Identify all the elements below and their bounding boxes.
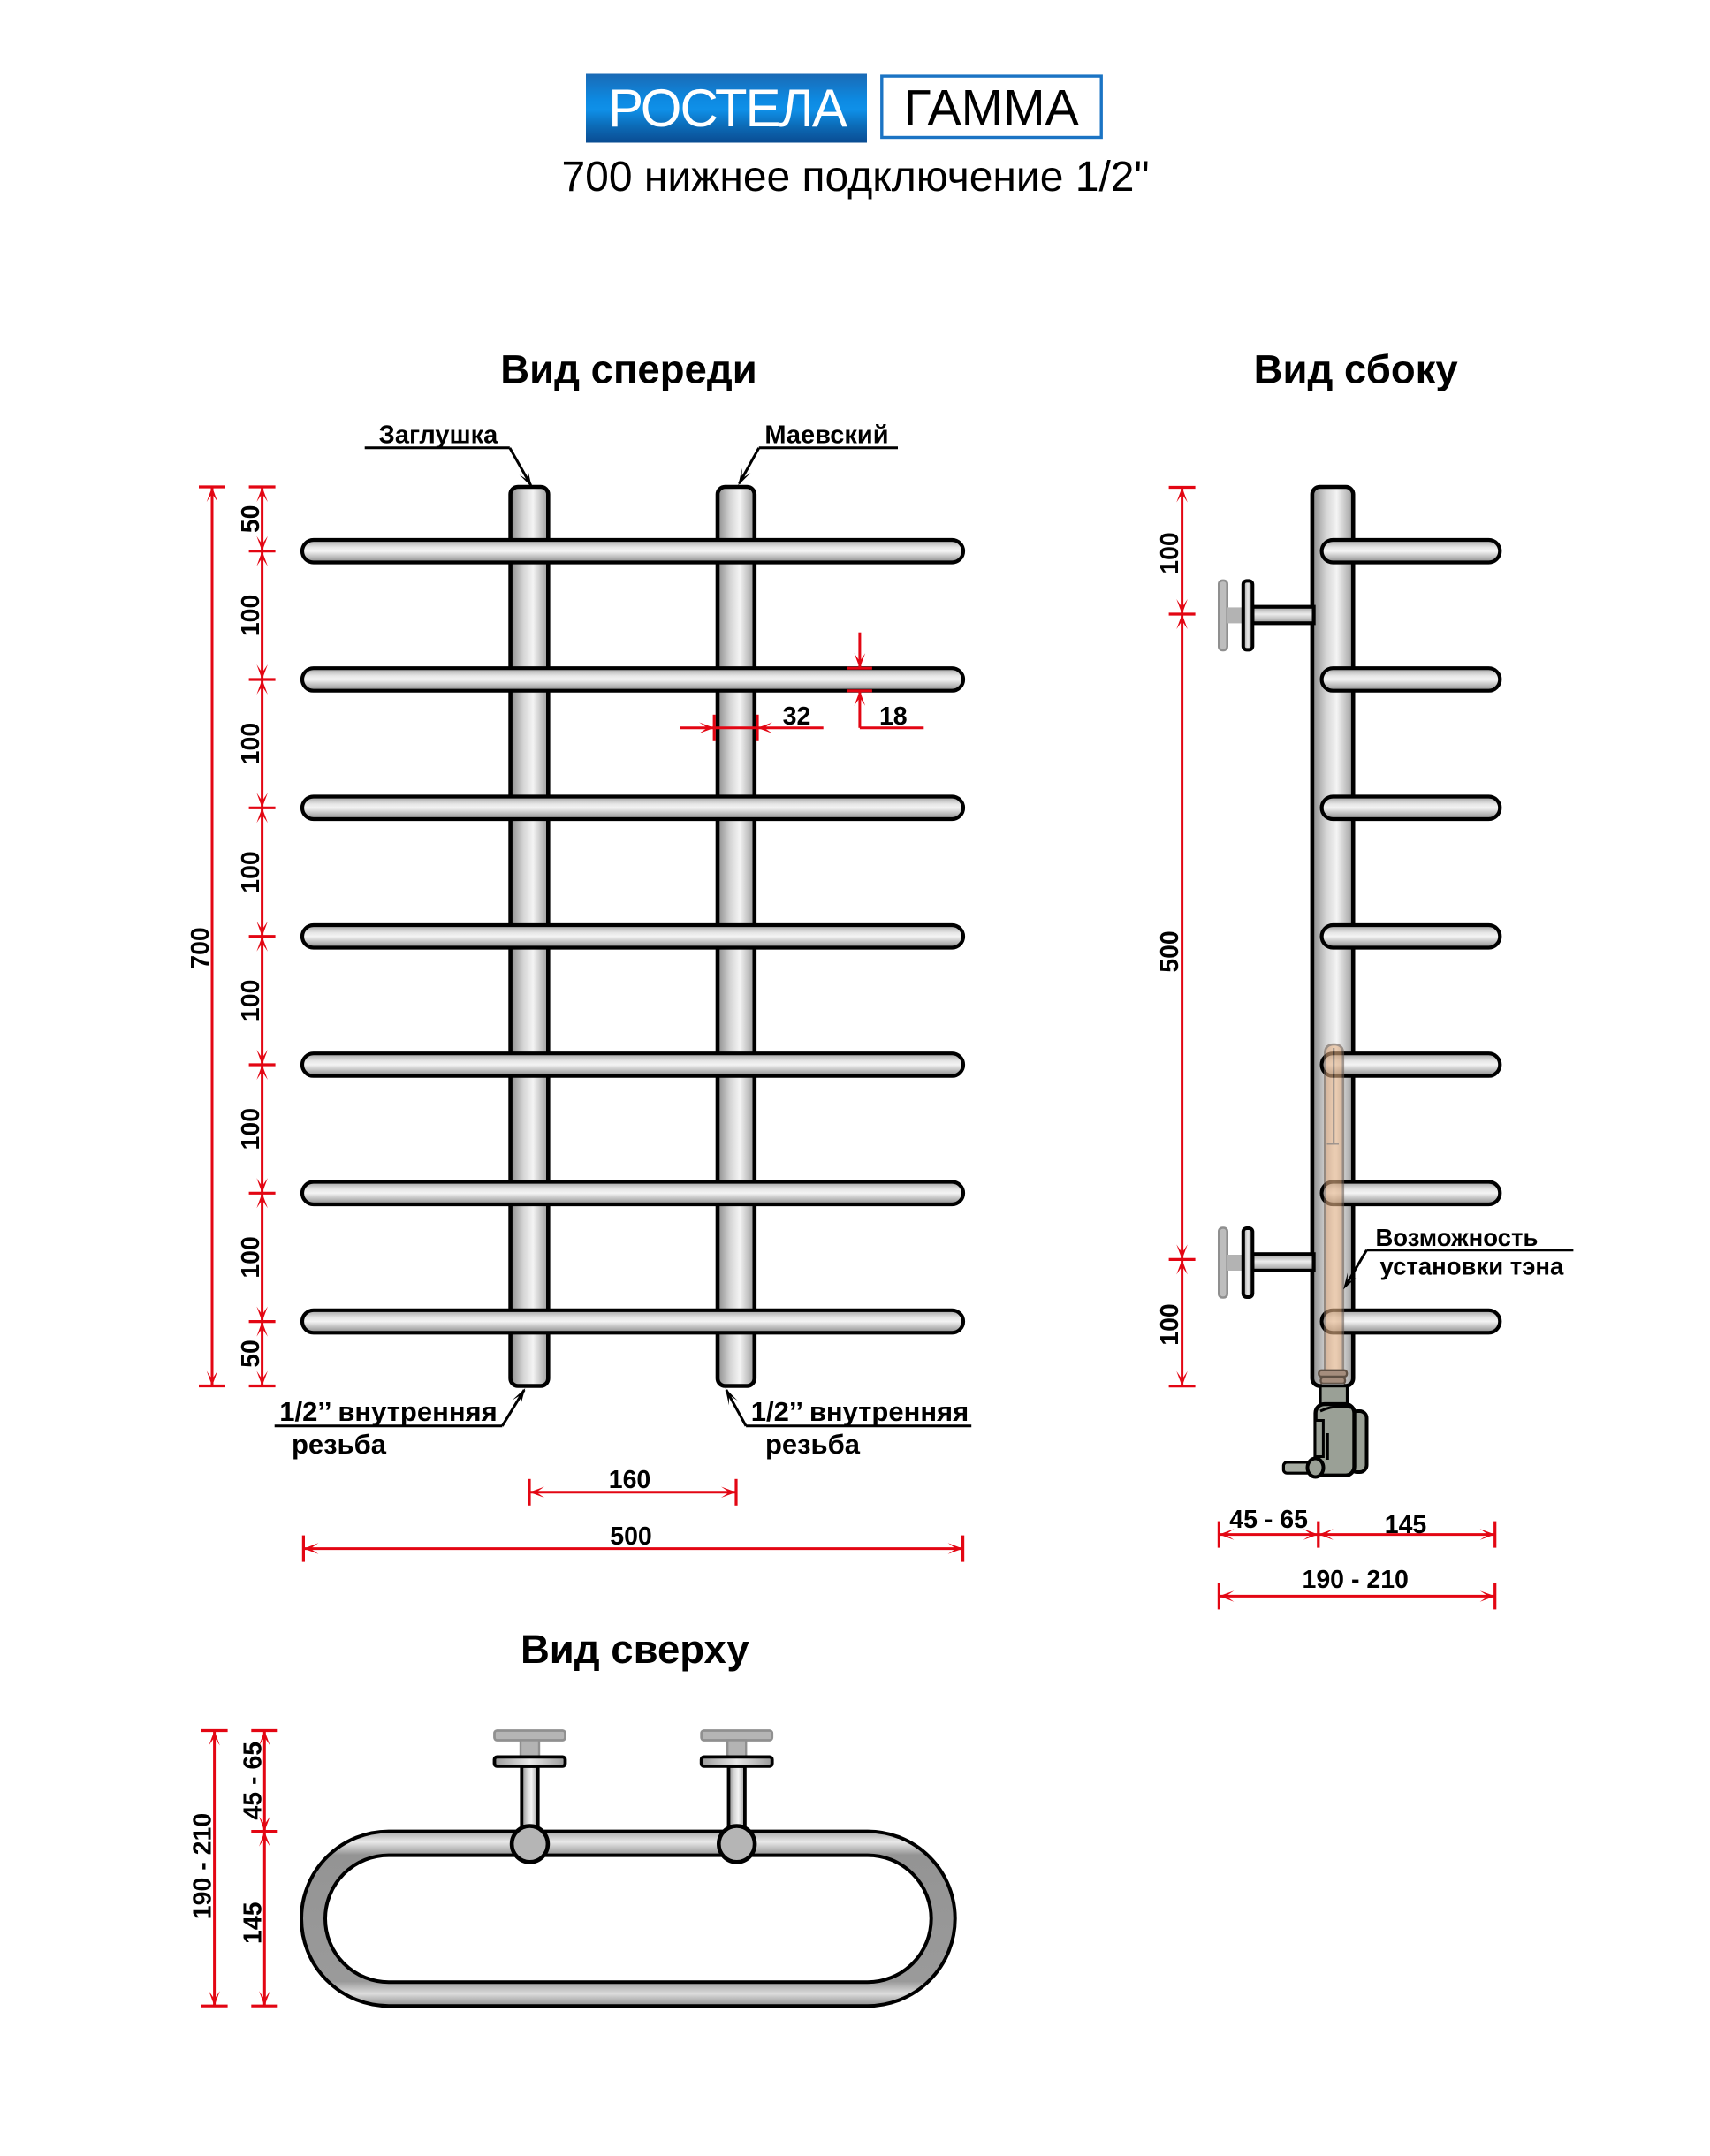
svg-text:50: 50 xyxy=(237,505,265,534)
svg-text:100: 100 xyxy=(237,851,265,893)
svg-text:145: 145 xyxy=(239,1902,267,1944)
svg-text:190 - 210: 190 - 210 xyxy=(189,1813,217,1919)
svg-text:РОСТЕЛА: РОСТЕЛА xyxy=(608,79,847,138)
svg-text:Вид сбоку: Вид сбоку xyxy=(1254,347,1459,392)
svg-text:45 - 65: 45 - 65 xyxy=(239,1742,267,1820)
svg-text:ГАММА: ГАММА xyxy=(904,80,1079,136)
svg-text:45 - 65: 45 - 65 xyxy=(1229,1506,1308,1534)
svg-text:100: 100 xyxy=(237,595,265,637)
svg-text:установки тэна: установки тэна xyxy=(1379,1253,1564,1280)
svg-text:Возможность: Возможность xyxy=(1375,1224,1538,1251)
svg-text:Заглушка: Заглушка xyxy=(379,421,499,450)
svg-text:32: 32 xyxy=(783,702,811,731)
svg-text:резьба: резьба xyxy=(292,1429,387,1460)
svg-text:160: 160 xyxy=(609,1466,651,1494)
svg-text:500: 500 xyxy=(1156,930,1184,973)
svg-text:190 - 210: 190 - 210 xyxy=(1302,1566,1408,1594)
svg-text:50: 50 xyxy=(237,1340,265,1368)
svg-text:700: 700 xyxy=(186,927,215,969)
svg-text:резьба: резьба xyxy=(765,1429,861,1460)
svg-text:1/2’’ внутренняя: 1/2’’ внутренняя xyxy=(751,1396,969,1427)
svg-text:100: 100 xyxy=(237,980,265,1022)
svg-text:100: 100 xyxy=(237,1108,265,1150)
svg-text:1/2’’ внутренняя: 1/2’’ внутренняя xyxy=(279,1396,497,1427)
svg-text:145: 145 xyxy=(1385,1511,1427,1539)
svg-text:100: 100 xyxy=(1156,532,1184,574)
svg-text:18: 18 xyxy=(879,702,908,731)
svg-text:Маевский: Маевский xyxy=(764,421,888,450)
svg-text:100: 100 xyxy=(237,723,265,765)
svg-text:500: 500 xyxy=(610,1522,652,1551)
svg-text:Вид сверху: Вид сверху xyxy=(521,1627,749,1672)
svg-text:100: 100 xyxy=(1156,1303,1184,1346)
svg-text:100: 100 xyxy=(237,1236,265,1279)
svg-text:Вид спереди: Вид спереди xyxy=(500,347,756,392)
svg-text:700 нижнее подключение 1/2": 700 нижнее подключение 1/2" xyxy=(561,154,1149,201)
